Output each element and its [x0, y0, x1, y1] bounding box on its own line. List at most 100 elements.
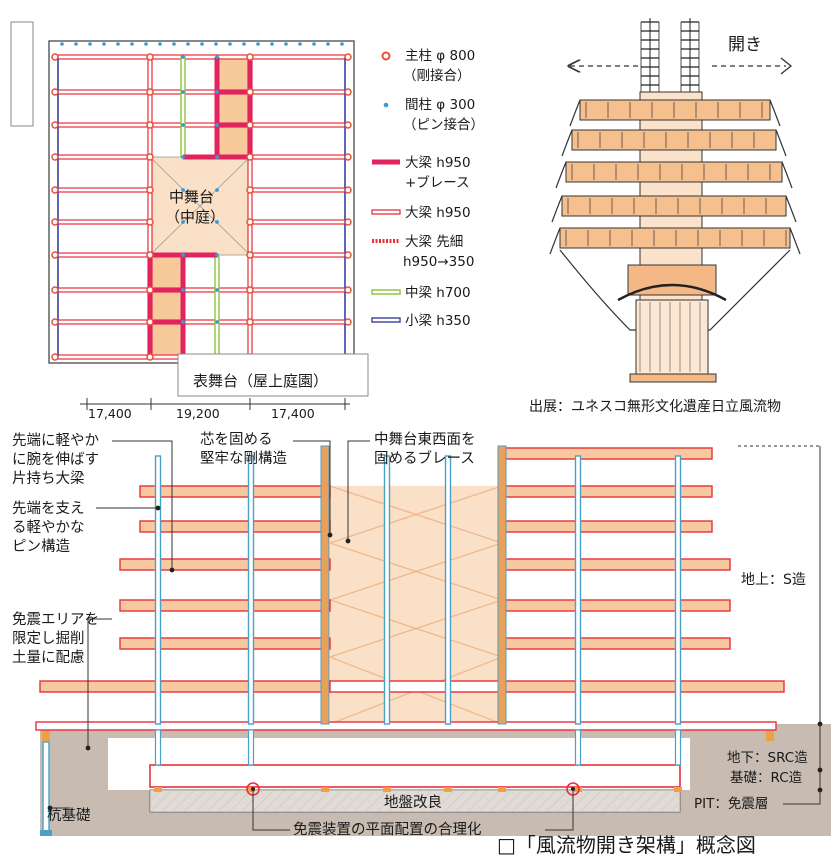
legend-tapered-note: h950→350: [403, 254, 474, 270]
float-tier: [571, 129, 777, 151]
main-column: [51, 251, 59, 259]
plan-outline-left: [10, 21, 34, 127]
sub-column: [144, 42, 148, 46]
open-label: 開き: [728, 35, 762, 55]
legend: 主柱 φ 800 （剛接合） 間柱 φ 300 （ピン接合） 大梁 h950 +…: [371, 48, 484, 329]
mid-beam: [180, 56, 186, 158]
float-curve: [551, 195, 563, 223]
basement-column: [574, 729, 582, 766]
floor-slab: [329, 680, 503, 693]
main-column: [246, 88, 254, 96]
main-column: [146, 353, 154, 361]
main-column-icon: [381, 51, 391, 61]
main-beam: [249, 219, 349, 225]
sub-column: [181, 55, 185, 59]
structural-section: 地盤改良 先端に軽やか に腕を伸ばす 片持ち大梁 先端を支え る軽やかな ピン構…: [12, 431, 831, 857]
steel-column: [154, 455, 162, 725]
note-b-line1: 先端を支え: [12, 500, 85, 517]
legend-tapered: 大梁 先細: [405, 234, 463, 250]
main-column: [51, 318, 59, 326]
main-column: [246, 121, 254, 129]
isolator: [383, 787, 391, 792]
plan-grid: [51, 42, 352, 361]
isolator: [444, 787, 452, 792]
main-column: [51, 218, 59, 226]
sub-column: [228, 42, 232, 46]
note-a-line3: 片持ち大梁: [12, 470, 85, 487]
note-d-line2: 堅牢な剛構造: [200, 450, 287, 467]
main-column: [246, 218, 254, 226]
pile-tip: [40, 830, 52, 836]
isolator-label: 免震装置の平面配置の合理化: [293, 821, 482, 838]
sub-column: [242, 42, 246, 46]
main-column: [146, 186, 154, 194]
note-b-line2: る軽やかな: [12, 519, 85, 536]
sub-column: [130, 42, 134, 46]
note-a-line1: 先端に軽やか: [12, 432, 99, 449]
sub-column: [60, 42, 64, 46]
main-beam: [54, 287, 151, 293]
mid-beam-icon: [371, 289, 401, 295]
note-a-line2: に腕を伸ばす: [12, 451, 99, 468]
float-body: [549, 18, 801, 383]
float-bottom: [629, 373, 717, 383]
core-south: [150, 257, 183, 357]
main-beam: [149, 54, 251, 60]
sub-column: [102, 42, 106, 46]
isolator: [674, 787, 682, 792]
main-column: [246, 286, 254, 294]
main-column: [344, 121, 352, 129]
main-beam: [54, 219, 151, 225]
core-column: [320, 445, 330, 725]
floor-slab: [501, 599, 731, 612]
isolator: [321, 787, 329, 792]
sub-column: [116, 42, 120, 46]
isolator: [766, 731, 774, 741]
front-stage-label: 表舞台（屋上庭園）: [193, 372, 328, 390]
plan-dimensions: 17,400 19,200 17,400: [80, 398, 350, 421]
isolator: [42, 731, 50, 741]
main-column: [344, 286, 352, 294]
float-curve: [569, 99, 581, 127]
brace: [329, 542, 503, 601]
main-beam: [54, 354, 151, 360]
floor-slab: [501, 558, 731, 571]
sub-column: [181, 220, 185, 224]
sub-column: [215, 155, 219, 159]
section-annotations: 先端に軽やか に腕を伸ばす 片持ち大梁 先端を支え る軽やかな ピン構造 免震エ…: [12, 431, 823, 838]
core-column: [497, 445, 507, 725]
brace: [329, 485, 503, 544]
float-tier: [565, 161, 783, 183]
main-beam: [54, 319, 151, 325]
sub-column: [215, 188, 219, 192]
main-beam: [249, 187, 349, 193]
note-d-line1: 芯を固める: [200, 431, 273, 448]
main-beam: [249, 287, 349, 293]
sub-column: [172, 42, 176, 46]
sub-column: [181, 320, 185, 324]
courtyard-label: 中舞台: [169, 188, 214, 206]
float-tier: [559, 227, 791, 249]
sub-column: [298, 42, 302, 46]
basement-label: 地下：SRC造: [727, 750, 808, 766]
floor-slab: [139, 485, 331, 498]
float-tier: [579, 99, 771, 121]
main-column: [51, 121, 59, 129]
sub-column: [214, 42, 218, 46]
main-beam-icon: [371, 209, 401, 215]
floor-slab: [39, 680, 331, 693]
main-beam: [249, 122, 349, 128]
main-column: [246, 53, 254, 61]
legend-small: 小梁 h350: [405, 313, 471, 329]
main-column: [51, 53, 59, 61]
legend-brace-note: +ブレース: [405, 174, 470, 191]
main-beam: [249, 89, 349, 95]
mid-beam: [214, 256, 220, 358]
basement-column: [154, 729, 162, 766]
sub-column: [200, 42, 204, 46]
sub-column: [181, 253, 185, 257]
sub-column: [215, 90, 219, 94]
main-column: [344, 251, 352, 259]
floor-slab: [501, 680, 785, 693]
